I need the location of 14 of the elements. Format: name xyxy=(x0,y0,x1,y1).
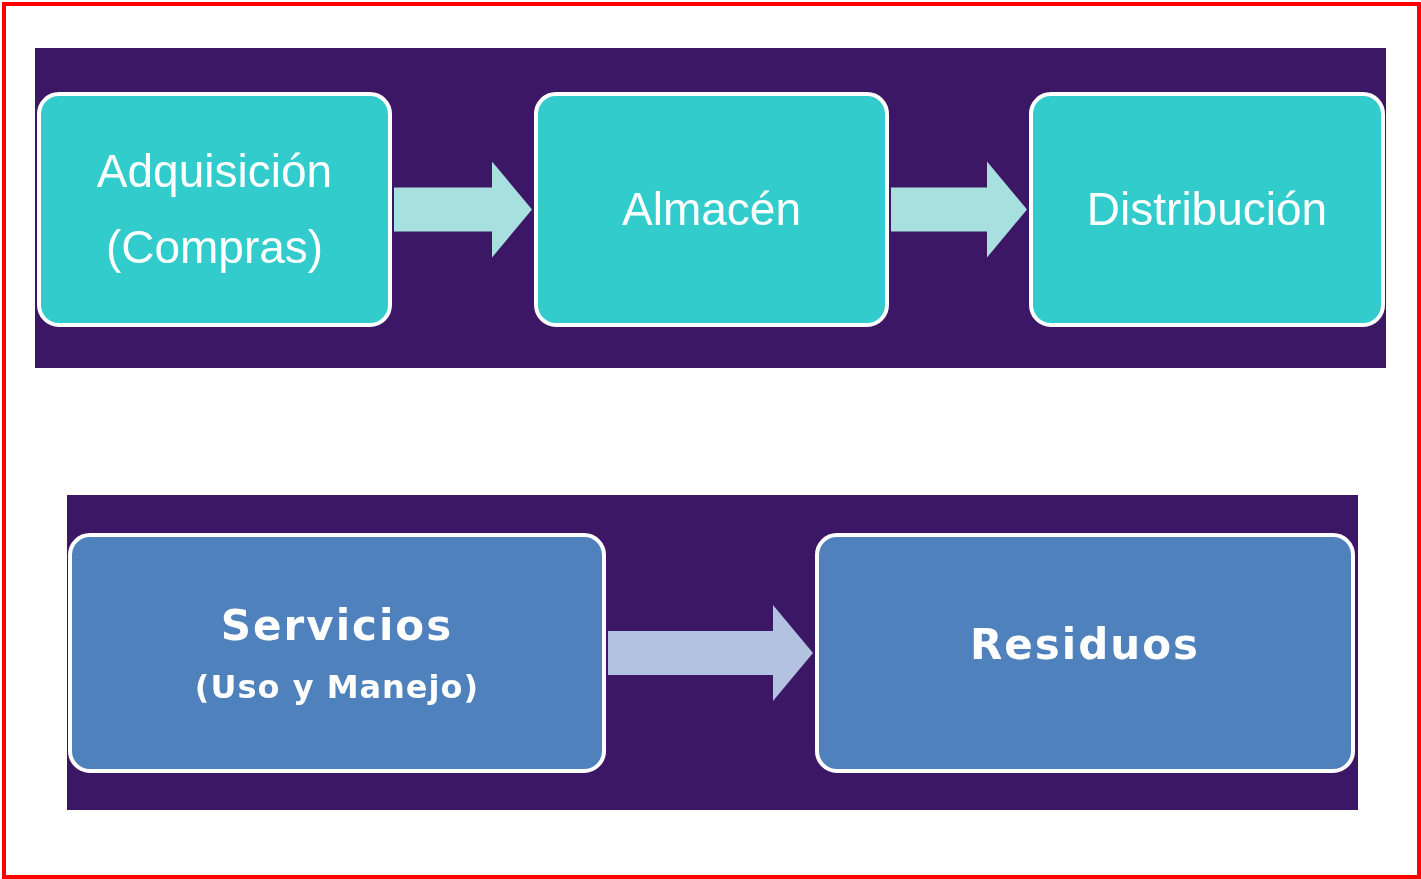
process-box xyxy=(1029,92,1385,327)
box-subtitle: (Uso y Manejo) xyxy=(194,667,480,706)
block-arrow xyxy=(608,605,813,701)
box-title: Residuos xyxy=(969,619,1200,669)
box-title: Adquisición (Compras) xyxy=(95,143,334,275)
process-box xyxy=(37,92,392,327)
process-box xyxy=(815,533,1355,773)
process-box xyxy=(534,92,889,327)
block-arrow xyxy=(891,161,1027,258)
process-box xyxy=(68,533,606,773)
block-arrow xyxy=(394,161,532,258)
box-title: Servicios xyxy=(220,600,454,650)
box-title: Distribución xyxy=(1085,181,1329,237)
box-title: Almacén xyxy=(621,181,802,237)
